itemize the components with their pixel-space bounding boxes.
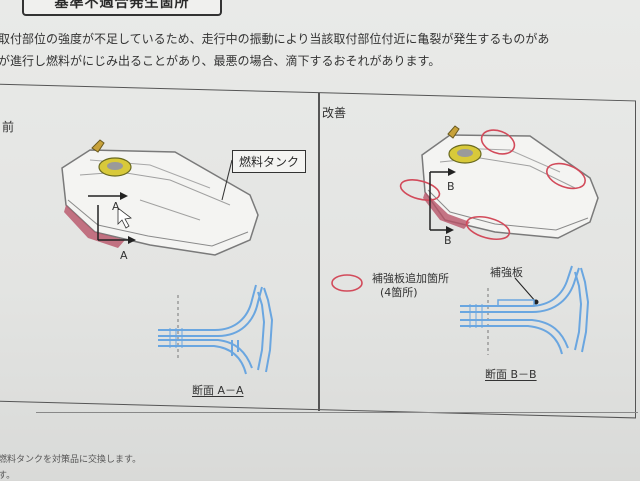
description-line-1: 取付部位の強度が不足しているため、走行中の振動により当該取付部位付近に亀裂が発生…	[0, 32, 550, 46]
section-b-b-label: 断面 B－B	[485, 368, 537, 381]
left-panel-label: 前	[2, 120, 15, 134]
description-line-2: が進行し燃料がにじみ出ることがあり、最悪の場合、滴下するおそれがあります。	[0, 54, 441, 68]
left-marker-a-top: A	[112, 200, 120, 213]
panel-divider	[318, 93, 320, 411]
right-marker-b-bottom: B	[444, 234, 452, 247]
section-a-a-label: 断面 A－A	[192, 384, 244, 397]
right-panel-label: 改善	[322, 106, 347, 120]
bottom-rule	[36, 412, 638, 413]
document-title: 基準不適合発生箇所	[22, 0, 222, 16]
left-marker-a-bottom: A	[120, 249, 128, 262]
footer-line-2: す。	[0, 471, 16, 481]
right-marker-b-top: B	[447, 180, 455, 193]
fuel-tank-callout: 燃料タンク	[232, 150, 307, 173]
reinforcement-note-line-2: (4箇所)	[380, 286, 418, 299]
reinforcement-note-line-1: 補強板追加箇所	[372, 272, 449, 285]
reinforcement-plate-label: 補強板	[490, 266, 523, 279]
footer-line-1: 燃料タンクを対策品に交換します。	[0, 455, 142, 465]
